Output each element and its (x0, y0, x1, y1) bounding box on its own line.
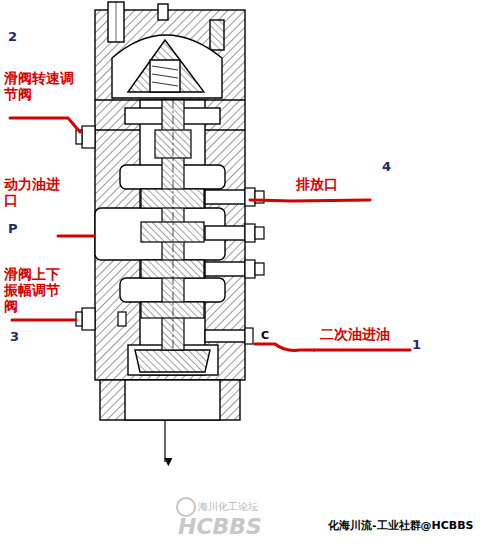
watermark-logo (177, 498, 195, 516)
part-label: 排放口 (296, 176, 366, 192)
watermark: HCBBS (178, 514, 288, 539)
port-letter: P (8, 222, 28, 237)
spool (141, 100, 204, 350)
part-label: 滑阀转速调节阀 (4, 70, 78, 102)
watermark: 化海川流-工业社群@HCBBS (328, 520, 493, 533)
part-label: 动力油进口 (4, 176, 64, 208)
outflow-arrow (164, 420, 165, 462)
housing (95, 2, 245, 420)
callout-number: 3 (10, 330, 30, 345)
callout-number: 2 (8, 30, 28, 45)
port-letter: C (261, 330, 277, 343)
port-fittings (76, 126, 264, 344)
callout-number: 4 (382, 160, 402, 175)
watermark: 海川化工论坛 (198, 501, 278, 513)
part-label: 二次油进油 (320, 326, 410, 342)
part-label: 滑阀上下振幅调节阀 (4, 266, 64, 314)
callout-number: 1 (412, 338, 432, 353)
leader-lines (10, 118, 410, 350)
